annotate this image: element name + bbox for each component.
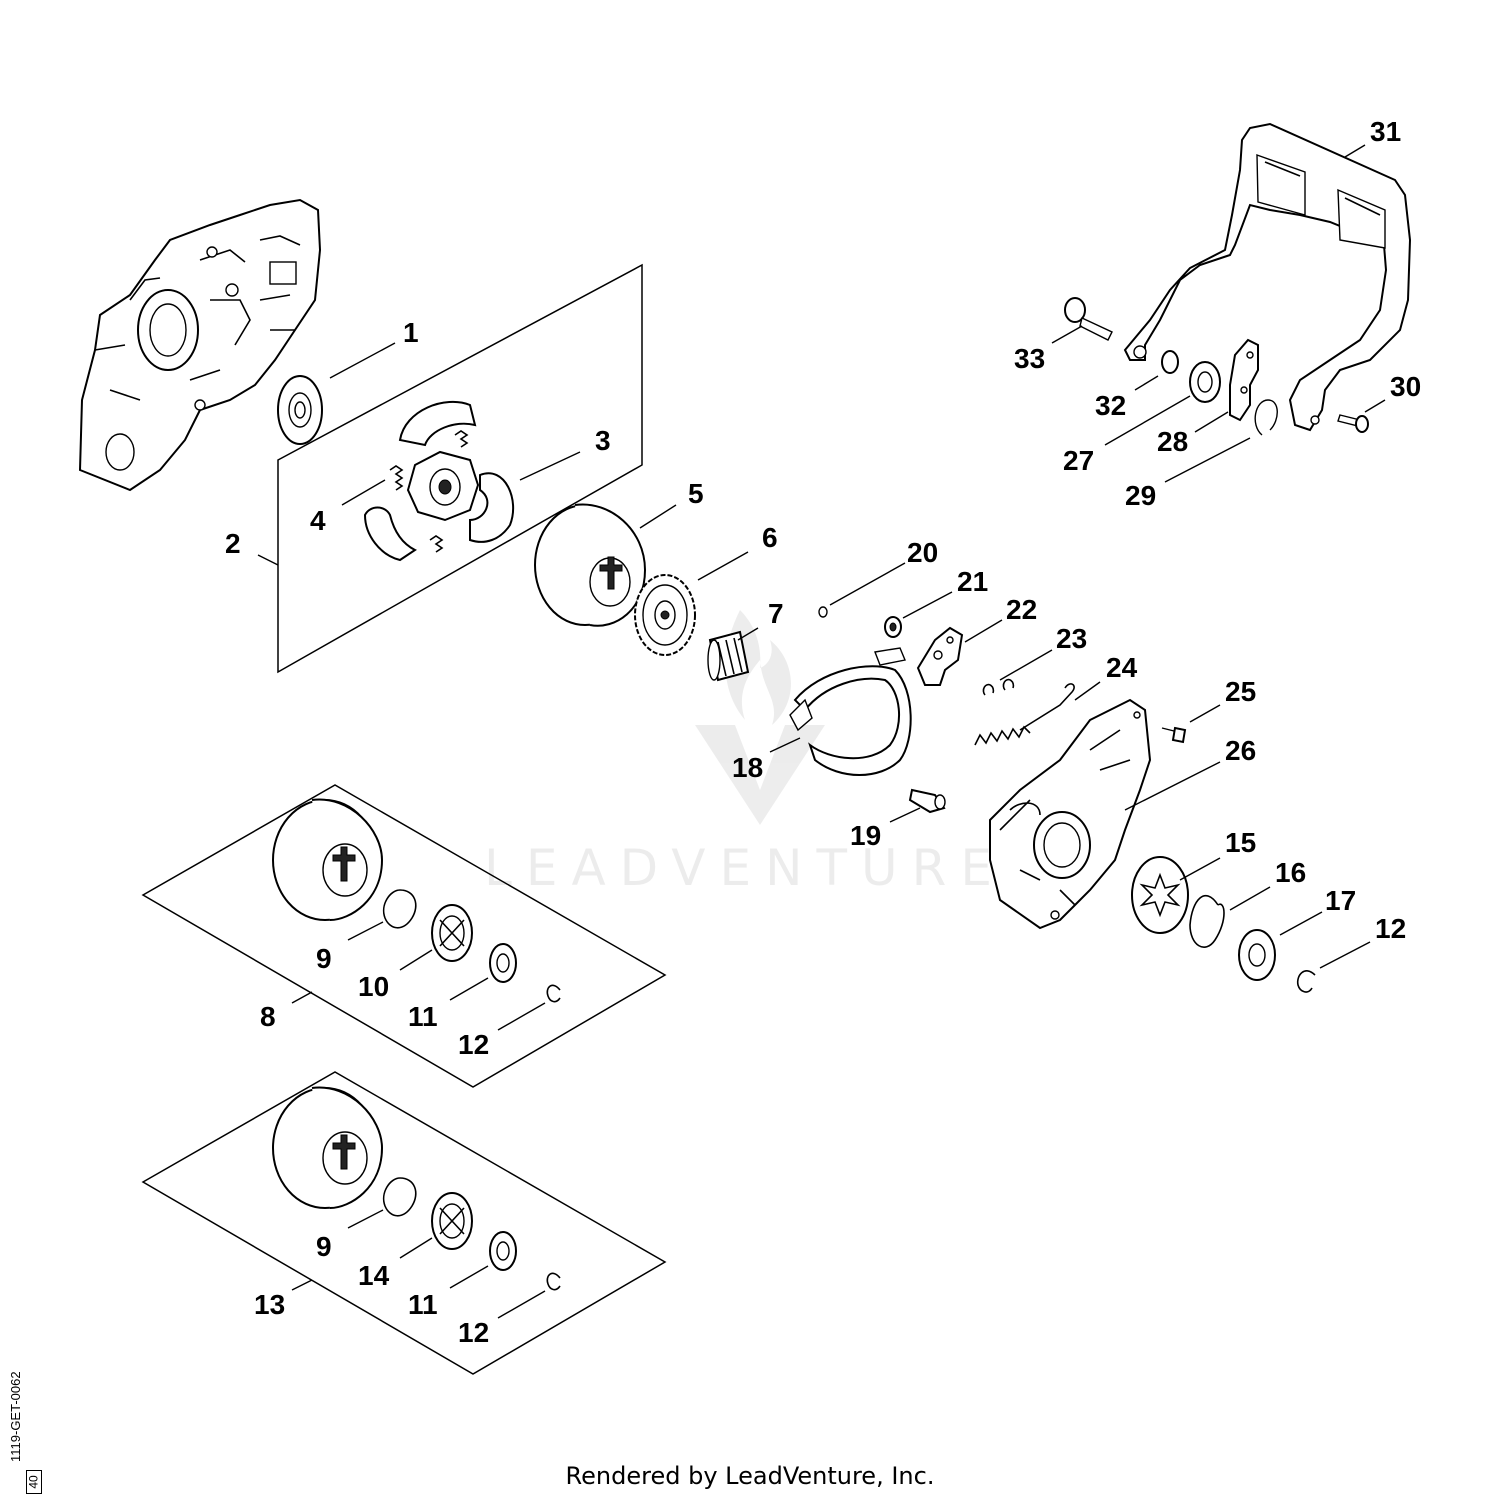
callout-33: 33 [1014,343,1045,374]
kit-8-eclip-12 [546,984,561,1003]
clutch-spring-left [389,465,404,491]
callout-1: 1 [403,317,419,348]
callout-11-kit8: 11 [408,1001,438,1032]
part-22-brake-lever [916,626,964,686]
part-25-screw [1161,726,1187,744]
part-20-pin [818,606,828,618]
part-17-washer [1238,929,1276,981]
callout-24: 24 [1106,652,1138,683]
part-21-washer [884,616,902,638]
part-27-bushing [1189,361,1221,403]
kit-8-washer-11 [489,943,517,983]
callout-31: 31 [1370,116,1401,147]
part-18-brake-band [789,647,912,776]
clutch-spring-bottom [429,535,444,553]
callout-5: 5 [688,478,704,509]
callouts: 1 2 3 4 5 6 7 8 9 10 11 12 13 9 14 11 12… [225,116,1421,1348]
clutch-shoe-left [363,506,417,562]
part-1-ring [277,375,323,445]
callout-29: 29 [1125,480,1156,511]
callout-28: 28 [1157,426,1188,457]
callout-15: 15 [1225,827,1256,858]
drawing-code: 1119-GET-0062 [8,1371,23,1462]
kit-8-rim-sprocket-10 [431,904,473,962]
kit-13-eclip-12 [546,1272,561,1291]
part-30-screw [1337,414,1369,433]
part-28-bracket [1229,338,1259,422]
callout-10: 10 [358,971,389,1002]
callout-4: 4 [310,505,326,536]
clutch-shoe-right [469,472,515,543]
callout-12-kit13: 12 [458,1317,489,1348]
callout-3: 3 [595,425,611,456]
crankcase-housing [78,198,322,492]
kit-8-ring-9 [382,889,417,929]
part-31-handguard [1123,122,1412,432]
callout-21: 21 [957,566,988,597]
callout-23: 23 [1056,623,1087,654]
clutch-assembly [363,400,515,562]
part-15-star-washer [1131,856,1189,934]
part-24-spring [974,683,1075,746]
callout-2: 2 [225,528,241,559]
kit-13-washer-11 [489,1231,517,1271]
kit-13-spur-drum [272,1086,384,1209]
leader-lines [257,144,1386,1319]
drawing-page-box: 40 [26,1470,42,1494]
footer-credit: Rendered by LeadVenture, Inc. [565,1462,935,1490]
callout-26: 26 [1225,735,1256,766]
part-7-needle-cage [707,630,750,682]
callout-9-kit8: 9 [316,943,332,974]
kit-frame-clutch [277,263,643,674]
callout-12-right: 12 [1375,913,1406,944]
callout-32: 32 [1095,390,1126,421]
callout-9-kit13: 9 [316,1231,332,1262]
callout-16: 16 [1275,857,1306,888]
callout-7: 7 [768,598,784,629]
part-26-sprocket-cover [989,698,1152,930]
callout-17: 17 [1325,885,1356,916]
handguard-window-right [1337,188,1386,249]
callout-25: 25 [1225,676,1256,707]
kit-frame-rim-sprocket [141,784,667,1088]
kit-13-ring-9 [382,1177,417,1217]
watermark: LEADVENTURE [484,610,1006,897]
callout-8: 8 [260,1001,276,1032]
callout-18: 18 [732,752,763,783]
kit-8-rim-drum [272,798,384,921]
part-23-eclips [982,678,1015,696]
handguard-window-left [1256,154,1306,216]
part-33-bolt [1064,297,1113,341]
callout-14: 14 [358,1260,390,1291]
callout-22: 22 [1006,594,1037,625]
callout-12-kit8: 12 [458,1029,489,1060]
callout-20: 20 [907,537,938,568]
part-29-clip [1254,399,1278,436]
callout-30: 30 [1390,371,1421,402]
part-5-clutch-drum [534,503,647,627]
callout-27: 27 [1063,445,1094,476]
callout-13: 13 [254,1289,285,1320]
clutch-spring-top [454,430,469,448]
kit-13-spur-sprocket-14 [431,1192,473,1250]
part-12-eclip-right [1296,970,1316,993]
clutch-shoe-top [398,400,477,447]
callout-19: 19 [850,820,881,851]
kit-frames [141,263,667,1375]
watermark-text: LEADVENTURE [484,839,1006,897]
part-16-ring [1189,894,1225,948]
part-32-washer [1161,350,1179,374]
callout-6: 6 [762,522,778,553]
part-19-pin [908,788,946,814]
part-6-spur-gear [634,574,696,656]
kit-frame-spur-sprocket [141,1071,667,1375]
callout-11-kit13: 11 [408,1289,438,1320]
